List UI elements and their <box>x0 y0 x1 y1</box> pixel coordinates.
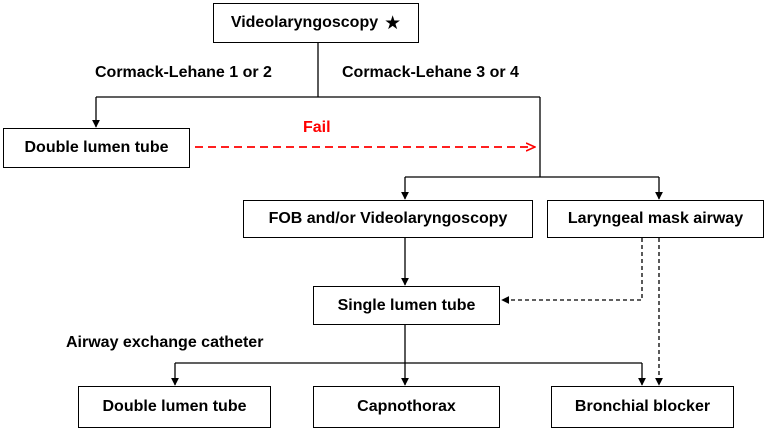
dashed-lma-to-single <box>501 238 643 304</box>
videolaryngoscopy-label: Videolaryngoscopy <box>230 14 379 31</box>
double-lumen-tube-bottom-box: Double lumen tube <box>78 386 271 428</box>
star-icon: ★ <box>384 12 402 34</box>
label-cormack-lehane-1-2: Cormack-Lehane 1 or 2 <box>95 64 272 81</box>
bronchial-blocker-label: Bronchial blocker <box>574 398 711 415</box>
label-airway-exchange-catheter: Airway exchange catheter <box>66 334 264 351</box>
label-fail: Fail <box>303 119 331 136</box>
single-lumen-tube-box: Single lumen tube <box>313 286 500 325</box>
double-lumen-tube-bottom-label: Double lumen tube <box>102 398 247 415</box>
videolaryngoscopy-box: Videolaryngoscopy ★ <box>213 3 419 43</box>
single-lumen-tube-label: Single lumen tube <box>337 296 476 314</box>
fob-videolaryngoscopy-box: FOB and/or Videolaryngoscopy <box>243 200 533 238</box>
double-lumen-tube-top-box: Double lumen tube <box>3 128 190 168</box>
laryngeal-mask-airway-box: Laryngeal mask airway <box>547 200 764 238</box>
capnothorax-label: Capnothorax <box>357 398 456 415</box>
label-cormack-lehane-3-4: Cormack-Lehane 3 or 4 <box>342 64 519 81</box>
capnothorax-box: Capnothorax <box>313 386 500 428</box>
bronchial-blocker-box: Bronchial blocker <box>551 386 734 428</box>
double-lumen-tube-top-label: Double lumen tube <box>24 139 169 156</box>
fob-videolaryngoscopy-label: FOB and/or Videolaryngoscopy <box>268 210 508 227</box>
laryngeal-mask-airway-label: Laryngeal mask airway <box>567 210 744 227</box>
